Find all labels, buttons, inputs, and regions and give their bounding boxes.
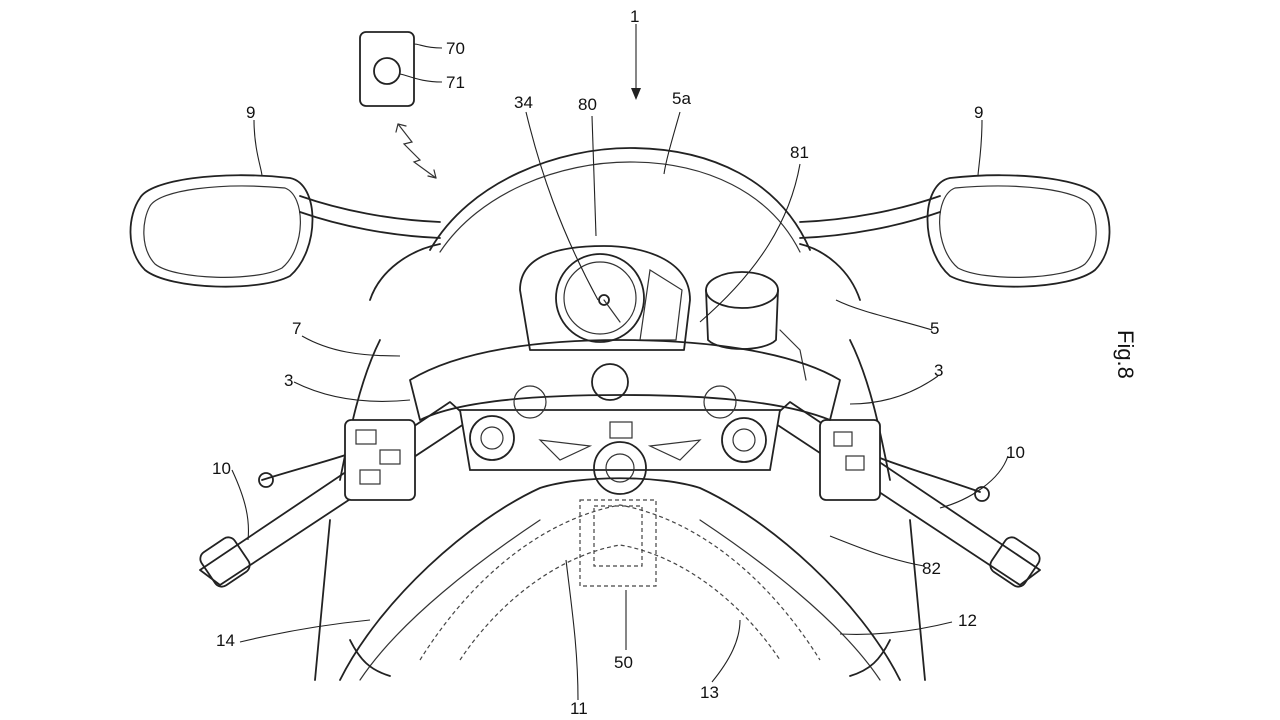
label-11: 11 — [570, 699, 588, 718]
label-10-right: 10 — [1006, 443, 1025, 462]
brake-reservoir — [705, 271, 807, 381]
label-3-right: 3 — [934, 361, 943, 380]
left-mirror — [129, 174, 441, 288]
label-9-right: 9 — [974, 103, 983, 122]
front-cowl — [339, 243, 891, 481]
label-10-left: 10 — [212, 459, 231, 478]
label-1: 1 — [630, 7, 639, 26]
label-7: 7 — [292, 319, 301, 338]
leader-lines — [231, 24, 1009, 701]
label-82: 82 — [922, 559, 941, 578]
label-81: 81 — [790, 143, 809, 162]
fuel-tank — [314, 477, 926, 681]
windscreen — [429, 147, 811, 253]
figure-caption: Fig.8 — [1113, 330, 1138, 379]
label-9-left: 9 — [246, 103, 255, 122]
top-bridge — [409, 339, 841, 495]
left-handlebar — [199, 401, 471, 588]
label-3-left: 3 — [284, 371, 293, 390]
meter-unit — [519, 245, 691, 351]
label-80: 80 — [578, 95, 597, 114]
control-unit — [579, 499, 657, 587]
label-14: 14 — [216, 631, 235, 650]
label-34: 34 — [514, 93, 533, 112]
right-mirror — [799, 174, 1111, 288]
remote-device — [359, 31, 415, 107]
label-13: 13 — [700, 683, 719, 702]
wireless-signal-icon — [397, 123, 437, 179]
label-12: 12 — [958, 611, 977, 630]
label-70: 70 — [446, 39, 465, 58]
label-5: 5 — [930, 319, 939, 338]
label-71: 71 — [446, 73, 465, 92]
label-5a: 5a — [672, 89, 691, 108]
right-handlebar — [769, 401, 1041, 588]
label-50: 50 — [614, 653, 633, 672]
